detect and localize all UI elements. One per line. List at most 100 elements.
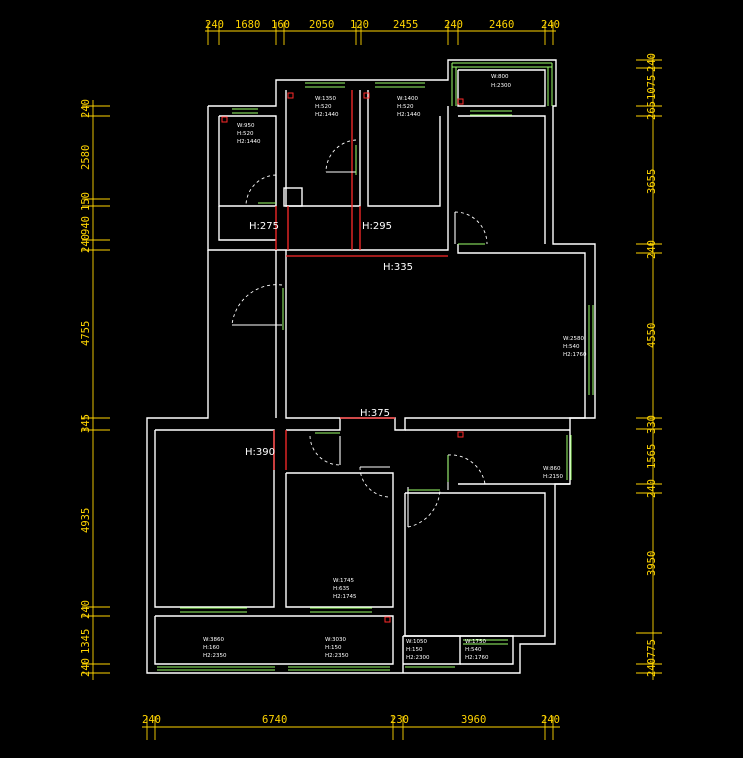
door-bedroom1	[309, 432, 341, 466]
svg-text:H2:1760: H2:1760	[563, 352, 587, 358]
right-dim-3: 265	[646, 101, 658, 120]
door-bath	[245, 174, 277, 207]
door-bath2	[447, 454, 486, 490]
right-dim-8: 1565	[646, 444, 658, 469]
height-labels: H:275 H:295 H:335 H:375 H:390	[245, 221, 413, 458]
svg-text:H:520: H:520	[237, 131, 254, 137]
svg-text:W:950: W:950	[237, 123, 255, 129]
right-dim-12: 240	[646, 658, 658, 677]
top-dim-1: 240	[205, 19, 224, 31]
door-bedroom3	[407, 487, 441, 528]
left-dim-7: 345	[80, 414, 92, 433]
svg-text:W:3860: W:3860	[203, 637, 224, 643]
svg-text:W:1400: W:1400	[397, 96, 418, 102]
left-dimensions: 240 2580 150 940 240 4755 345 4935 240 1…	[80, 99, 92, 677]
svg-text:H:2300: H:2300	[491, 83, 511, 89]
right-dim-11: 775	[646, 639, 658, 658]
doors	[231, 139, 488, 528]
height-label-275: H:275	[249, 221, 279, 232]
top-dim-4: 2050	[309, 19, 334, 31]
left-dim-11: 240	[80, 658, 92, 677]
right-dim-9: 240	[646, 479, 658, 498]
bottom-dim-3: 230	[390, 714, 409, 726]
right-dimensions: 240 1075 265 3655 240 4550 330 1565 240 …	[646, 53, 658, 677]
svg-text:H2:1440: H2:1440	[397, 112, 421, 118]
right-dim-10: 3950	[646, 551, 658, 576]
window-bedroom-bottom	[180, 607, 247, 613]
left-dim-8: 4935	[80, 508, 92, 533]
top-dim-7: 240	[444, 19, 463, 31]
svg-text:H2:2300: H2:2300	[406, 655, 430, 661]
svg-text:H2:1440: H2:1440	[315, 112, 339, 118]
svg-text:H:635: H:635	[333, 586, 350, 592]
right-dim-7: 330	[646, 415, 658, 434]
height-label-375: H:375	[360, 408, 390, 419]
dimension-lines	[82, 22, 662, 740]
left-dim-6: 4755	[80, 321, 92, 346]
svg-text:W:1050: W:1050	[406, 639, 427, 645]
svg-text:H:520: H:520	[397, 104, 414, 110]
window-small-bottom	[405, 639, 508, 668]
bottom-dim-1: 240	[142, 714, 161, 726]
top-dimensions: 240 1680 160 2050 120 2455 240 2460 240	[205, 19, 560, 31]
svg-text:W:3030: W:3030	[325, 637, 346, 643]
top-dim-5: 120	[350, 19, 369, 31]
bottom-dimensions: 240 6740 230 3960 240	[142, 714, 560, 726]
svg-text:H2:2350: H2:2350	[203, 653, 227, 659]
right-dim-1: 240	[646, 53, 658, 72]
window-right-small	[566, 435, 572, 480]
right-dim-5: 240	[646, 240, 658, 259]
svg-text:W:2580: W:2580	[563, 336, 584, 342]
svg-text:W:860: W:860	[543, 466, 561, 472]
bottom-dim-4: 3960	[461, 714, 486, 726]
svg-text:H:2150: H:2150	[543, 474, 563, 480]
left-dim-3: 150	[80, 192, 92, 211]
bottom-dim-2: 6740	[262, 714, 287, 726]
door-room2	[325, 139, 357, 175]
svg-text:H2:1760: H2:1760	[465, 655, 489, 661]
svg-text:W:1350: W:1350	[315, 96, 336, 102]
door-bedroom2	[359, 466, 391, 498]
windows	[157, 62, 594, 671]
top-dim-3: 160	[271, 19, 290, 31]
window-room-bottom	[310, 607, 372, 613]
top-dim-9: 240	[541, 19, 560, 31]
left-dim-4: 940	[80, 216, 92, 235]
window-living-right	[588, 305, 594, 395]
top-dim-6: 2455	[393, 19, 418, 31]
window-balcony-bottom	[157, 666, 390, 671]
window-top-bath	[232, 108, 258, 114]
svg-text:H2:2350: H2:2350	[325, 653, 349, 659]
bottom-dim-5: 240	[541, 714, 560, 726]
svg-text:H2:1745: H2:1745	[333, 594, 357, 600]
svg-text:H:520: H:520	[315, 104, 332, 110]
height-label-390: H:390	[245, 447, 275, 458]
right-dim-2: 1075	[646, 75, 658, 100]
left-dim-1: 240	[80, 99, 92, 118]
svg-text:H:150: H:150	[406, 647, 423, 653]
svg-text:W:1745: W:1745	[333, 578, 354, 584]
height-label-335: H:335	[383, 262, 413, 273]
window-balcony-door	[470, 110, 512, 116]
window-top-room3	[375, 82, 425, 88]
left-dim-5: 240	[80, 234, 92, 253]
svg-text:W:800: W:800	[491, 74, 509, 80]
beams	[221, 90, 464, 623]
height-label-295: H:295	[362, 221, 392, 232]
window-top-room2	[305, 82, 345, 88]
svg-text:H:150: H:150	[325, 645, 342, 651]
top-dim-2: 1680	[235, 19, 260, 31]
door-room4	[454, 211, 488, 245]
walls	[146, 59, 596, 674]
